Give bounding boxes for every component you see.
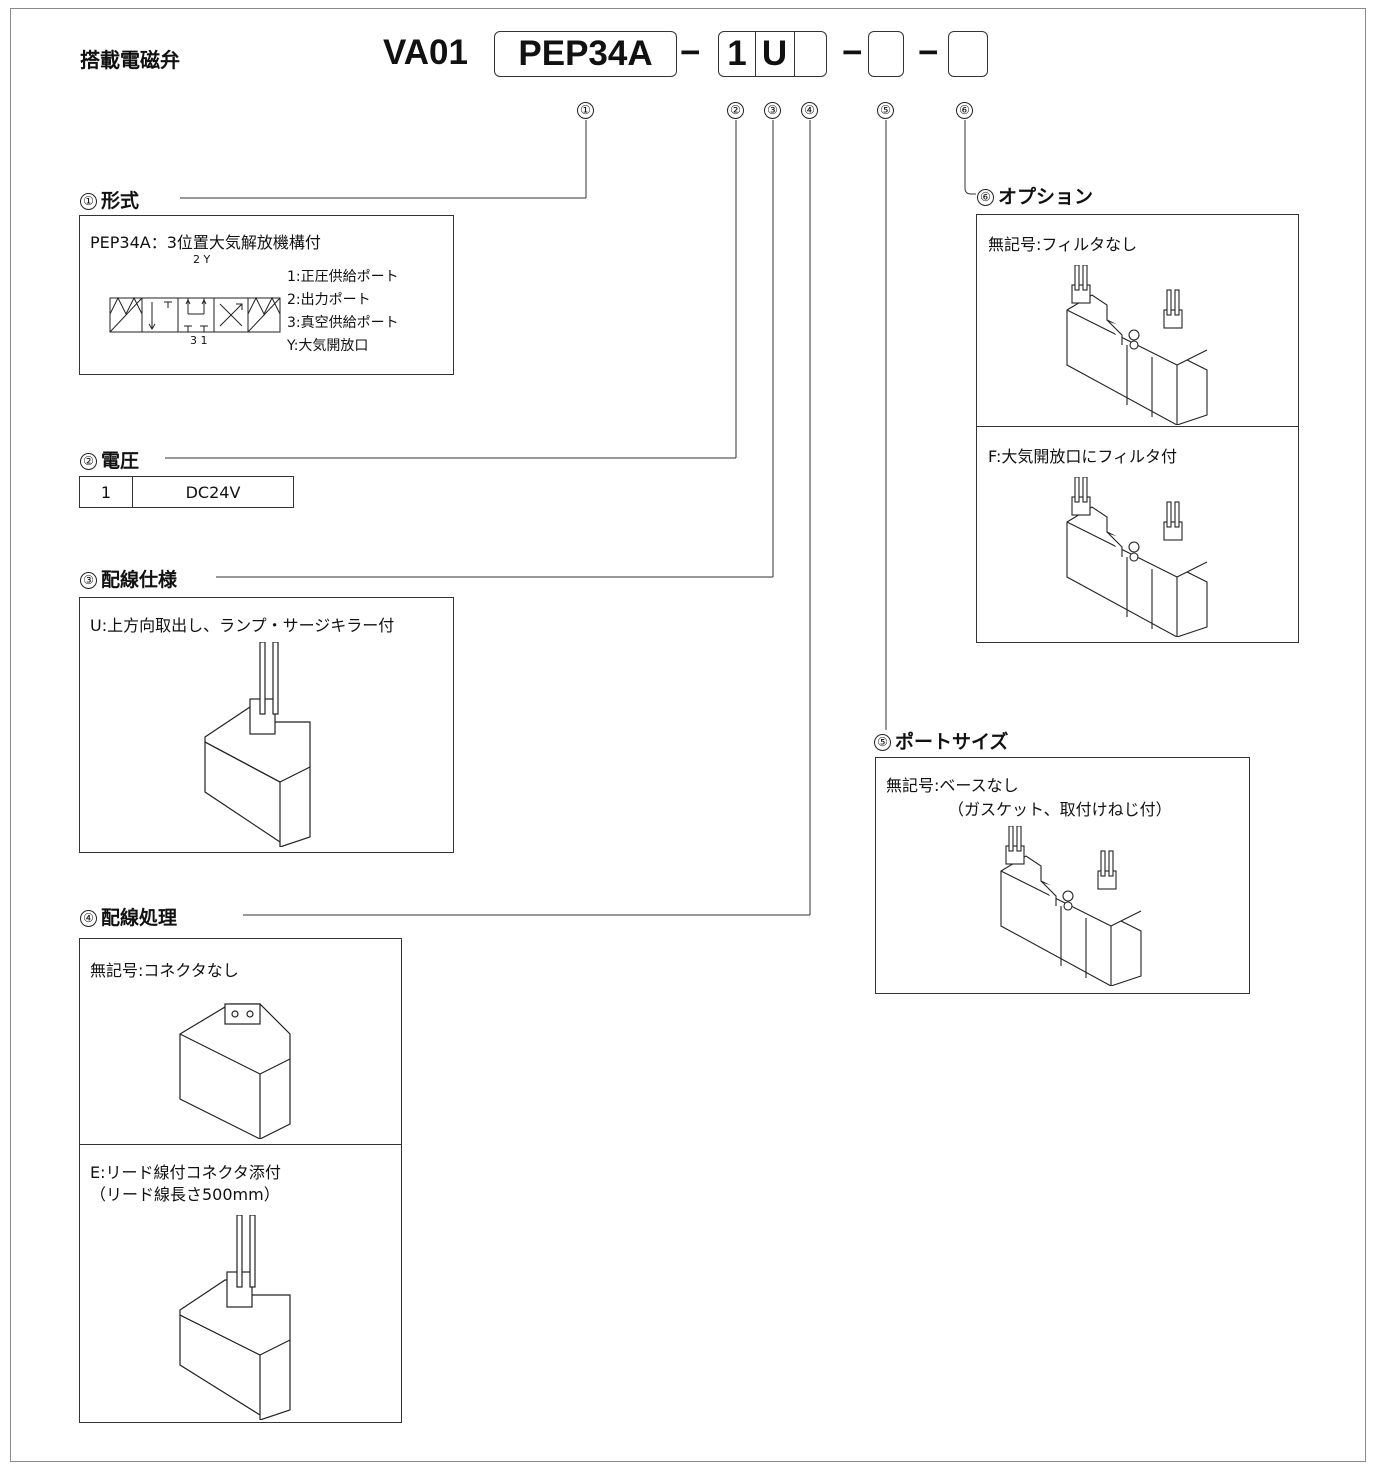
valve-manifold-icon	[1066, 265, 1208, 425]
voltage-code: 1	[100, 483, 112, 502]
type-label: PEP34A：3位置大気解放機構付	[90, 233, 321, 252]
valve-manifold-icon	[1066, 477, 1208, 637]
page-frame	[10, 8, 1366, 1462]
voltage-table: 1 DC24V	[79, 476, 294, 508]
option-2-label: F:大気開放口にフィルタ付	[988, 447, 1178, 466]
port-size-line1: 無記号:ベースなし	[886, 776, 1019, 795]
marker-1: ①	[577, 102, 594, 119]
symbol-top-label: 2 Y	[193, 253, 211, 266]
code-box-wiring: U	[755, 31, 795, 77]
solenoid-valve-icon	[204, 642, 311, 847]
code-box-voltage: 1	[718, 31, 756, 77]
code-dash-3: −	[918, 33, 939, 72]
valve-manifold-icon	[1000, 826, 1142, 986]
code-box-option	[948, 31, 988, 77]
voltage-value: DC24V	[185, 483, 241, 502]
port-2: 2:出力ポート	[287, 292, 371, 308]
wiring-process-option-1: 無記号:コネクタなし	[90, 961, 239, 980]
port-1: 1:正圧供給ポート	[287, 269, 399, 285]
wiring-process-option-2-line1: E:リード線付コネクタ添付	[90, 1163, 281, 1182]
marker-6: ⑥	[956, 102, 973, 119]
wiring-label: U:上方向取出し、ランプ・サージキラー付	[90, 616, 395, 635]
port-y: Y:大気開放口	[287, 338, 369, 354]
wiring-process-option-2-box: E:リード線付コネクタ添付 （リード線長さ500mm）	[79, 1144, 402, 1423]
symbol-bottom-label: 3 1	[190, 334, 208, 347]
wiring-process-option-2-line2: （リード線長さ500mm）	[90, 1185, 280, 1204]
marker-5: ⑤	[877, 102, 894, 119]
code-dash-1: −	[680, 33, 701, 72]
header-title: 搭載電磁弁	[80, 48, 180, 72]
model-prefix: VA01	[383, 33, 468, 72]
code-box-wiring-process	[794, 31, 827, 77]
solenoid-valve-icon	[179, 1003, 291, 1139]
wiring-process-option-1-box: 無記号:コネクタなし	[79, 938, 402, 1145]
marker-3: ③	[764, 102, 781, 119]
code-box-type: PEP34A	[494, 31, 677, 77]
port-size-line2: （ガスケット、取付けねじ付）	[948, 800, 1172, 819]
section-type-box: PEP34A：3位置大気解放機構付 2 Y 3 1 1:正圧供給ポート 2:出力…	[79, 215, 454, 375]
solenoid-valve-icon	[179, 1215, 291, 1420]
voltage-divider	[132, 477, 133, 507]
option-1-box: 無記号:フィルタなし	[976, 214, 1299, 427]
code-box-port-size	[868, 31, 904, 77]
option-1-label: 無記号:フィルタなし	[988, 235, 1138, 254]
section-port-size-box: 無記号:ベースなし （ガスケット、取付けねじ付）	[875, 757, 1250, 994]
code-dash-2: −	[842, 33, 863, 72]
section-wiring-box: U:上方向取出し、ランプ・サージキラー付	[79, 597, 454, 853]
marker-4: ④	[801, 102, 818, 119]
marker-2: ②	[727, 102, 744, 119]
pneumatic-symbol-icon	[109, 296, 281, 333]
port-3: 3:真空供給ポート	[287, 315, 399, 331]
option-2-box: F:大気開放口にフィルタ付	[976, 426, 1299, 643]
